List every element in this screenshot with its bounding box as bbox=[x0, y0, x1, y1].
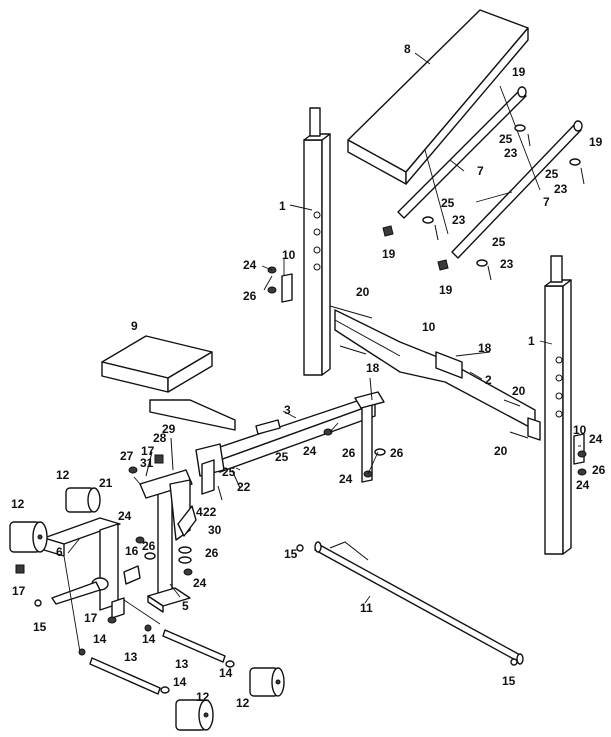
label-part-25: 25 bbox=[222, 465, 236, 479]
label-part-9: 9 bbox=[131, 319, 138, 333]
label-part-18: 18 bbox=[478, 341, 492, 355]
seat-pad bbox=[101, 335, 236, 431]
label-part-8: 8 bbox=[404, 42, 411, 56]
label-part-24: 24 bbox=[118, 509, 132, 523]
label-part-24: 24 bbox=[243, 258, 257, 272]
label-part-19: 19 bbox=[382, 247, 396, 261]
label-part-16: 16 bbox=[125, 544, 139, 558]
label-part-14: 14 bbox=[173, 675, 187, 689]
label-part-26: 26 bbox=[592, 463, 606, 477]
upright-post-right bbox=[544, 255, 572, 555]
label-part-20: 20 bbox=[494, 444, 508, 458]
backrest-tube-lower bbox=[451, 120, 583, 259]
label-part-25: 25 bbox=[492, 235, 506, 249]
label-part-24: 24 bbox=[589, 432, 603, 446]
label-part-13: 13 bbox=[124, 650, 138, 664]
label-part-17: 17 bbox=[12, 584, 26, 598]
label-part-15: 15 bbox=[33, 620, 47, 634]
label-part-1: 1 bbox=[528, 334, 535, 348]
label-part-10: 10 bbox=[422, 320, 436, 334]
roller-top-right bbox=[65, 487, 101, 513]
cross-bar bbox=[334, 309, 541, 441]
label-part-25: 25 bbox=[499, 132, 513, 146]
label-part-24: 24 bbox=[193, 576, 207, 590]
label-part-11: 11 bbox=[360, 601, 373, 615]
label-part-17: 17 bbox=[84, 611, 98, 625]
label-part-14: 14 bbox=[142, 632, 156, 646]
label-part-28: 28 bbox=[153, 431, 167, 445]
label-part-24: 24 bbox=[303, 444, 317, 458]
label-part-10: 10 bbox=[282, 248, 296, 262]
label-part-1: 1 bbox=[279, 199, 286, 213]
label-part-23: 23 bbox=[452, 213, 466, 227]
label-part-4: 4 bbox=[196, 505, 203, 519]
label-part-27: 27 bbox=[120, 449, 134, 463]
label-part-3: 3 bbox=[284, 403, 291, 417]
label-part-19: 19 bbox=[589, 135, 603, 149]
label-part-12: 12 bbox=[11, 497, 25, 511]
label-part-7: 7 bbox=[543, 195, 550, 209]
label-part-6: 6 bbox=[56, 545, 63, 559]
roller-bottom-right bbox=[249, 667, 285, 697]
label-part-18: 18 bbox=[366, 361, 380, 375]
leg-lever bbox=[43, 517, 141, 619]
label-leader-lines bbox=[67, 52, 581, 604]
label-part-14: 14 bbox=[219, 666, 233, 680]
roller-leader-lines bbox=[63, 555, 161, 653]
label-part-12: 12 bbox=[196, 690, 210, 704]
label-part-17: 17 bbox=[141, 444, 155, 458]
label-part-26: 26 bbox=[243, 289, 257, 303]
label-part-29: 29 bbox=[162, 422, 176, 436]
label-part-10: 10 bbox=[573, 423, 587, 437]
label-part-2: 2 bbox=[485, 373, 492, 387]
label-part-30: 30 bbox=[208, 523, 222, 537]
label-part-23: 23 bbox=[500, 257, 514, 271]
label-part-20: 20 bbox=[512, 384, 526, 398]
label-part-19: 19 bbox=[512, 65, 526, 79]
label-part-25: 25 bbox=[275, 450, 289, 464]
label-part-12: 12 bbox=[56, 468, 70, 482]
front-leg bbox=[139, 443, 225, 613]
label-part-15: 15 bbox=[284, 547, 298, 561]
label-part-26: 26 bbox=[342, 446, 356, 460]
backrest-hardware bbox=[382, 85, 585, 281]
label-part-25: 25 bbox=[545, 167, 559, 181]
backrest-tube-upper bbox=[397, 86, 527, 219]
label-part-24: 24 bbox=[339, 472, 353, 486]
label-part-5: 5 bbox=[182, 599, 189, 613]
part-labels: 1 1 2 3 4 5 6 7 7 8 9 10 10 10 11 12 12 … bbox=[11, 42, 606, 710]
label-part-13: 13 bbox=[175, 657, 189, 671]
roller-tube-lower bbox=[89, 657, 161, 695]
roller-bottom-left bbox=[175, 699, 214, 731]
label-part-24: 24 bbox=[576, 478, 590, 492]
roller-tube-upper bbox=[162, 629, 226, 663]
label-part-22: 22 bbox=[237, 480, 251, 494]
label-part-12: 12 bbox=[236, 696, 250, 710]
roller-left bbox=[9, 521, 48, 553]
center-support-post bbox=[354, 391, 385, 483]
label-part-25: 25 bbox=[441, 196, 455, 210]
small-hardware bbox=[15, 266, 587, 694]
label-part-26: 26 bbox=[205, 546, 219, 560]
upright-post-left bbox=[303, 107, 331, 376]
label-part-19: 19 bbox=[439, 283, 453, 297]
backrest-pad bbox=[347, 9, 529, 185]
label-part-31: 31 bbox=[140, 456, 154, 470]
label-part-7: 7 bbox=[477, 164, 484, 178]
label-part-15: 15 bbox=[502, 674, 516, 688]
label-part-23: 23 bbox=[554, 182, 568, 196]
weight-bar bbox=[314, 541, 524, 665]
label-part-21: 21 bbox=[99, 476, 113, 490]
label-part-22: 22 bbox=[203, 505, 217, 519]
label-part-20: 20 bbox=[356, 285, 370, 299]
label-part-14: 14 bbox=[93, 632, 107, 646]
label-part-26: 26 bbox=[390, 446, 404, 460]
label-part-26: 26 bbox=[142, 539, 156, 553]
label-part-23: 23 bbox=[504, 146, 518, 160]
